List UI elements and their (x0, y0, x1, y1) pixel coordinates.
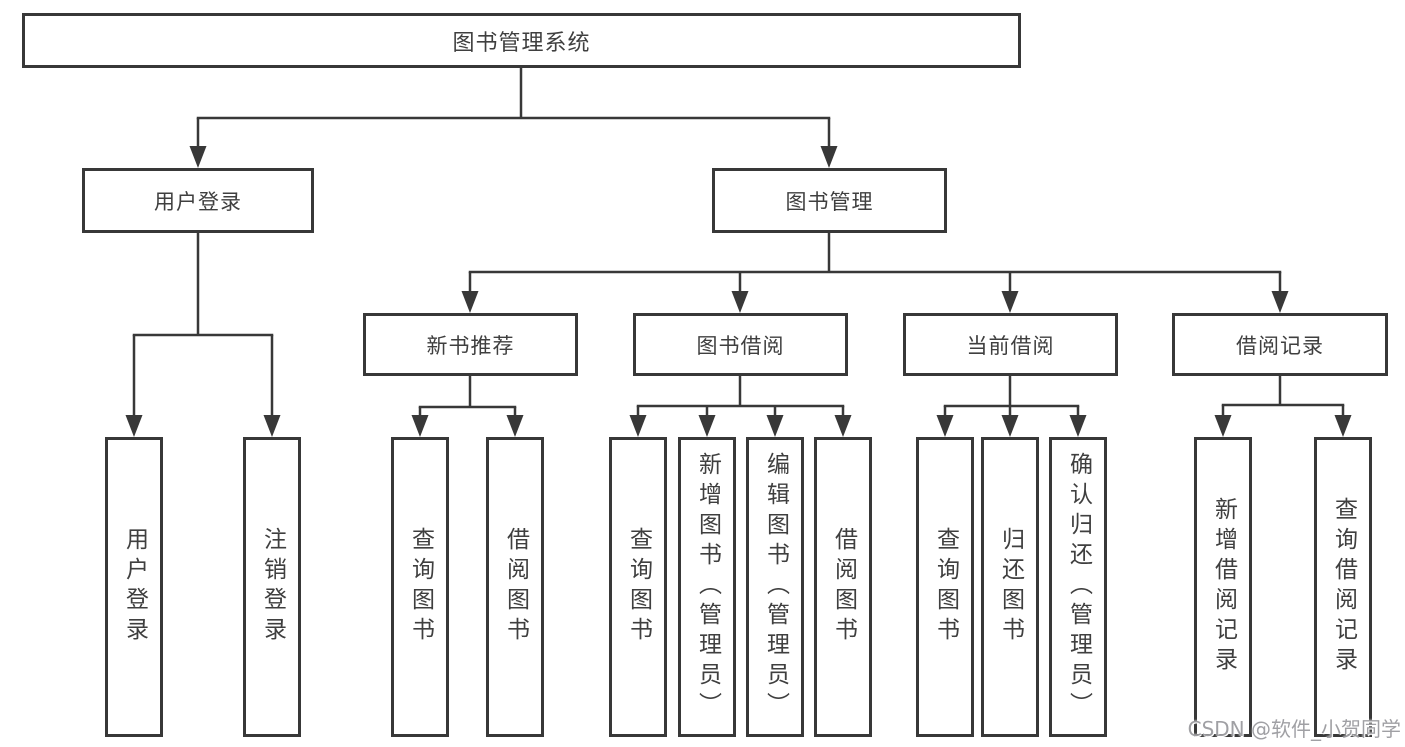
node-label: 当前借阅 (966, 333, 1055, 358)
node-label: 图书管理系统 (452, 30, 591, 56)
leaf-query-books-recommend: 查询图书 (391, 437, 449, 737)
leaf-query-borrow-record: 查询借阅记录 (1314, 437, 1372, 737)
leaf-user-login: 用户登录 (105, 437, 163, 737)
leaf-label: 借阅图书 (830, 527, 857, 647)
leaf-label: 编辑图书（管理员） (762, 452, 789, 722)
leaf-label: 新增图书（管理员） (694, 452, 721, 722)
leaf-label: 确认归还（管理员） (1065, 452, 1092, 722)
leaf-edit-books-admin: 编辑图书（管理员） (746, 437, 804, 737)
leaf-label: 新增借阅记录 (1210, 497, 1237, 677)
leaf-borrow-books-borrowing: 借阅图书 (814, 437, 872, 737)
node-new-book-recommendation: 新书推荐 (363, 313, 578, 376)
leaf-return-books: 归还图书 (981, 437, 1039, 737)
leaf-label: 查询图书 (625, 527, 652, 647)
node-label: 新书推荐 (426, 333, 515, 358)
leaf-query-books-borrowing: 查询图书 (609, 437, 667, 737)
node-current-borrowing: 当前借阅 (903, 313, 1118, 376)
node-borrowing-records: 借阅记录 (1172, 313, 1388, 376)
leaf-query-books-current: 查询图书 (916, 437, 974, 737)
node-book-borrowing: 图书借阅 (633, 313, 848, 376)
node-user-login-branch: 用户登录 (82, 168, 314, 233)
leaf-label: 注销登录 (259, 527, 286, 647)
leaf-add-books-admin: 新增图书（管理员） (678, 437, 736, 737)
node-library-management-system: 图书管理系统 (22, 13, 1021, 68)
node-label: 图书借阅 (696, 333, 785, 358)
leaf-label: 归还图书 (997, 527, 1024, 647)
node-book-management-branch: 图书管理 (712, 168, 947, 233)
node-label: 图书管理 (785, 189, 874, 214)
leaf-label: 借阅图书 (502, 527, 529, 647)
node-label: 借阅记录 (1236, 333, 1324, 358)
leaf-label: 查询借阅记录 (1330, 497, 1357, 677)
leaf-label: 查询图书 (932, 527, 959, 647)
leaf-confirm-return-admin: 确认归还（管理员） (1049, 437, 1107, 737)
leaf-label: 查询图书 (407, 527, 434, 647)
csdn-watermark: CSDN @软件_小贺同学 (1187, 717, 1401, 741)
leaf-borrow-books-recommend: 借阅图书 (486, 437, 544, 737)
leaf-add-borrow-record: 新增借阅记录 (1194, 437, 1252, 737)
leaf-logout: 注销登录 (243, 437, 301, 737)
node-label: 用户登录 (154, 189, 242, 214)
leaf-label: 用户登录 (121, 527, 148, 647)
